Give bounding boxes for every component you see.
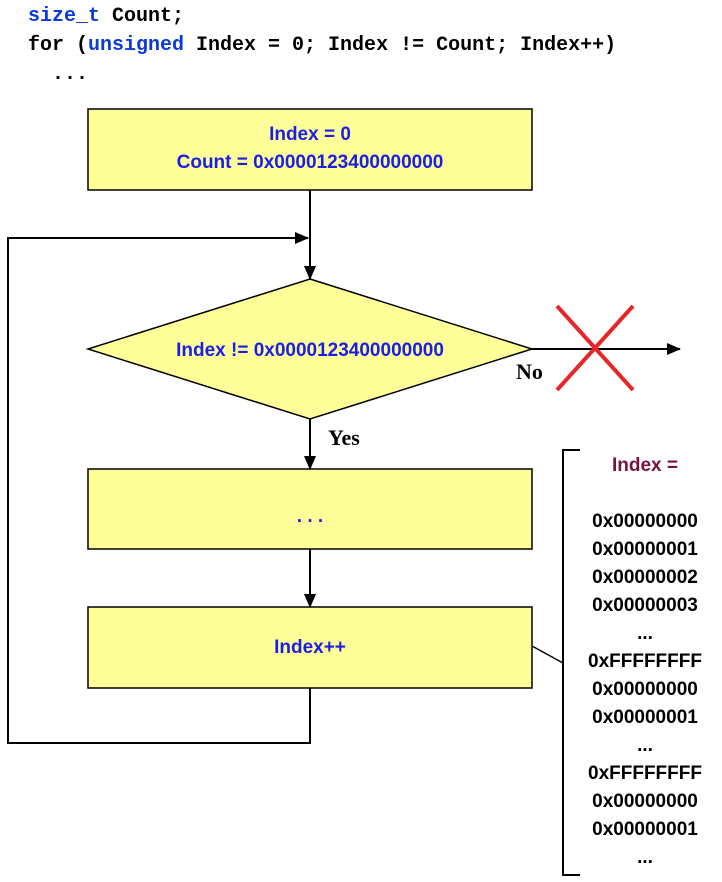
init-box — [87, 108, 533, 191]
no-label: No — [516, 359, 543, 384]
loop-back-line — [7, 232, 311, 744]
yes-label: Yes — [328, 425, 360, 450]
condition-text: Index != 0x0000123400000000 — [176, 340, 444, 361]
index-value-item: 0x00000000 — [592, 791, 698, 812]
index-value-item: ... — [637, 623, 653, 644]
index-value-item: 0x00000001 — [592, 707, 698, 728]
code-line-1: size_t Count; — [28, 5, 185, 28]
index-value-item: ... — [637, 735, 653, 756]
index-value-item: 0x00000001 — [592, 819, 698, 840]
code-keyword-size_t: size_t — [28, 5, 101, 28]
index-values-bracket — [562, 449, 580, 876]
code-snippet: size_t Count; for (unsigned Index = 0; I… — [28, 2, 616, 89]
connector-to-bracket — [531, 645, 564, 664]
code-line-3: ... — [28, 63, 89, 86]
code-keyword-unsigned: unsigned — [88, 34, 185, 57]
index-value-item: 0xFFFFFFFF — [588, 651, 702, 672]
index-value-item: ... — [637, 847, 653, 868]
init-box-line2: Count = 0x0000123400000000 — [177, 152, 444, 173]
index-value-item: 0x00000002 — [592, 567, 698, 588]
body-box — [87, 468, 533, 550]
increment-box — [87, 606, 533, 689]
index-value-item: 0x00000003 — [592, 595, 698, 616]
init-box-line1: Index = 0 — [269, 124, 351, 145]
index-value-item: 0x00000000 — [592, 511, 698, 532]
index-value-item: 0xFFFFFFFF — [588, 763, 702, 784]
index-value-item: 0x00000000 — [592, 679, 698, 700]
index-values-list: 0x00000000 0x00000001 0x00000002 0x00000003… — [588, 511, 702, 868]
cross-icon — [555, 304, 635, 392]
code-line-2: for (unsigned Index = 0; Index != Count;… — [28, 34, 617, 57]
increment-box-text: Index++ — [274, 637, 346, 658]
index-value-item: 0x00000001 — [592, 539, 698, 560]
index-values-heading: Index = — [612, 455, 678, 476]
body-box-text: . . . — [297, 506, 323, 527]
